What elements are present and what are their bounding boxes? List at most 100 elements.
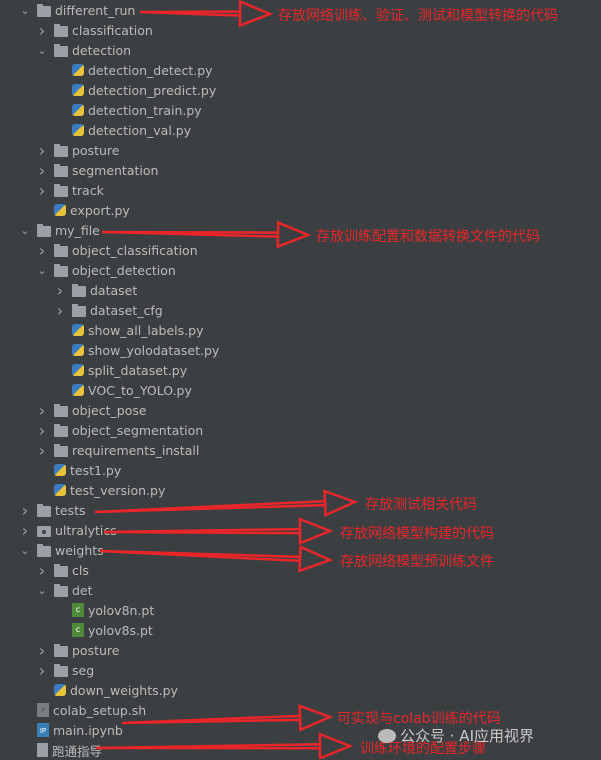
tree-item-label: main.ipynb	[53, 722, 123, 738]
chevron-right-icon[interactable]: ›	[38, 180, 46, 200]
tree-item-label: show_yolodataset.py	[88, 342, 220, 358]
tree-item-label: track	[72, 182, 104, 198]
tree-file[interactable]: detection_detect.py	[54, 60, 213, 80]
folder-icon	[54, 423, 68, 437]
chevron-down-icon[interactable]: ⌄	[37, 43, 47, 57]
python-file-icon	[54, 464, 66, 476]
tree-folder[interactable]: ⌄ det	[36, 580, 93, 600]
tree-item-label: detection_train.py	[88, 102, 202, 118]
folder-icon	[54, 43, 68, 57]
chevron-right-icon[interactable]: ›	[38, 660, 46, 680]
chevron-down-icon[interactable]: ⌄	[37, 583, 47, 597]
folder-icon	[54, 563, 68, 577]
tree-file[interactable]: split_dataset.py	[54, 360, 187, 380]
chevron-right-icon[interactable]: ›	[38, 560, 46, 580]
tree-folder[interactable]: ⌄ weights	[19, 540, 104, 560]
tree-folder[interactable]: › track	[36, 180, 104, 200]
chevron-down-icon[interactable]: ⌄	[20, 543, 30, 557]
chevron-right-icon[interactable]: ›	[38, 140, 46, 160]
tree-file[interactable]: test_version.py	[36, 480, 165, 500]
text-file-icon	[37, 743, 48, 757]
tree-item-label: weights	[55, 542, 104, 558]
red-arrow	[121, 704, 334, 732]
chevron-right-icon[interactable]: ›	[56, 300, 64, 320]
tree-folder[interactable]: › cls	[36, 560, 89, 580]
tree-file[interactable]: › colab_setup.sh	[19, 700, 146, 720]
tree-item-label: det	[72, 582, 93, 598]
watermark: 公众号 · AI应用视界	[378, 725, 534, 746]
tree-file[interactable]: 跑通指导	[19, 740, 102, 760]
folder-icon	[54, 163, 68, 177]
folder-icon	[72, 303, 86, 317]
python-file-icon	[72, 384, 84, 396]
chevron-right-icon[interactable]: ›	[38, 240, 46, 260]
tree-file[interactable]: VOC_to_YOLO.py	[54, 380, 192, 400]
tree-file[interactable]: detection_val.py	[54, 120, 191, 140]
chevron-right-icon[interactable]: ›	[38, 20, 46, 40]
folder-icon	[54, 443, 68, 457]
tree-folder[interactable]: ›object_classification	[36, 240, 198, 260]
chevron-right-icon[interactable]: ›	[38, 440, 46, 460]
notebook-icon: IP	[37, 723, 49, 737]
tree-folder[interactable]: ›seg	[36, 660, 94, 680]
tree-file[interactable]: export.py	[36, 200, 130, 220]
chevron-down-icon[interactable]: ⌄	[20, 3, 30, 17]
chevron-right-icon[interactable]: ›	[38, 400, 46, 420]
chevron-down-icon[interactable]: ⌄	[37, 263, 47, 277]
chevron-right-icon[interactable]: ›	[38, 420, 46, 440]
tree-item-label: detection_predict.py	[88, 82, 217, 98]
chevron-down-icon[interactable]: ⌄	[20, 223, 30, 237]
tree-folder[interactable]: ⌄object_detection	[36, 260, 175, 280]
tree-item-label: yolov8s.pt	[88, 622, 153, 638]
chevron-right-icon[interactable]: ›	[21, 520, 29, 540]
folder-icon	[54, 583, 68, 597]
chevron-right-icon[interactable]: ›	[21, 500, 29, 520]
annotation-different-run: 存放网络训练、验证、测试和模型转换的代码	[278, 8, 558, 24]
tree-folder[interactable]: ›posture	[36, 140, 120, 160]
tree-file[interactable]: show_yolodataset.py	[54, 340, 219, 360]
tree-item-label: dataset	[90, 282, 138, 298]
tree-folder[interactable]: ⌄detection	[36, 40, 131, 60]
folder-icon	[37, 223, 51, 237]
tree-file[interactable]: down_weights.py	[36, 680, 178, 700]
tree-item-label: detection_detect.py	[88, 62, 213, 78]
tree-folder[interactable]: ⌄my_file	[19, 220, 99, 240]
tree-item-label: dataset_cfg	[90, 302, 163, 318]
tree-folder[interactable]: ›requirements_install	[36, 440, 200, 460]
tree-file[interactable]: detection_train.py	[54, 100, 202, 120]
annotation-my-file: 存放训练配置和数据转换文件的代码	[316, 229, 540, 245]
tree-folder[interactable]: › posture	[36, 640, 120, 660]
tree-file[interactable]: detection_predict.py	[54, 80, 216, 100]
tree-item-label: posture	[72, 642, 120, 658]
tree-file[interactable]: test1.py	[36, 460, 121, 480]
tree-item-label: yolov8n.pt	[88, 602, 155, 618]
red-arrow	[94, 489, 359, 518]
chevron-right-icon[interactable]: ›	[38, 640, 46, 660]
tree-folder[interactable]: ›classification	[36, 20, 153, 40]
tree-folder[interactable]: ›tests	[19, 500, 86, 520]
tree-folder[interactable]: ›object_segmentation	[36, 420, 203, 440]
annotation-weights: 存放网络模型预训练文件	[340, 554, 494, 570]
tree-folder[interactable]: ›ultralytics	[19, 520, 117, 540]
tree-folder[interactable]: ›segmentation	[36, 160, 159, 180]
tree-folder[interactable]: › dataset	[54, 280, 137, 300]
python-file-icon	[54, 484, 66, 496]
folder-icon	[54, 663, 68, 677]
tree-folder[interactable]: ⌄different_run	[19, 0, 135, 20]
tree-folder[interactable]: › dataset_cfg	[54, 300, 163, 320]
shell-script-icon: ›	[37, 703, 49, 717]
python-file-icon	[72, 104, 84, 116]
tree-file[interactable]: IP main.ipynb	[19, 720, 123, 740]
folder-icon	[54, 183, 68, 197]
tree-item-label: colab_setup.sh	[53, 702, 147, 718]
chevron-right-icon[interactable]: ›	[56, 280, 64, 300]
folder-icon	[37, 503, 51, 517]
python-file-icon	[72, 64, 84, 76]
tree-file[interactable]: show_all_labels.py	[54, 320, 203, 340]
chevron-right-icon[interactable]: ›	[38, 160, 46, 180]
tree-item-label: cls	[72, 562, 89, 578]
tree-folder[interactable]: ›object_pose	[36, 400, 147, 420]
python-file-icon	[72, 364, 84, 376]
